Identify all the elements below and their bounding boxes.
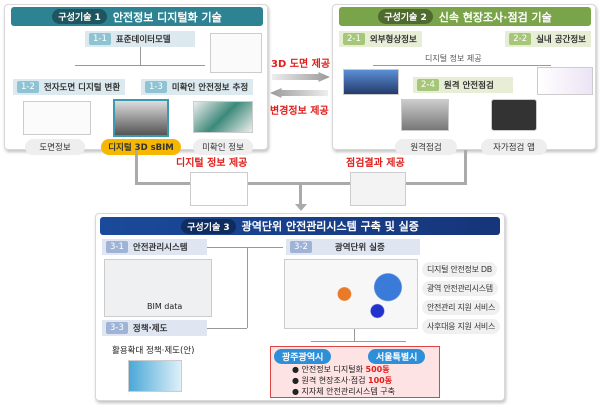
digital-info-image (190, 172, 248, 206)
sub-label: 표준데이터모델 (115, 35, 171, 45)
policy-label: 활용확대 정책·제도(안) (112, 346, 195, 356)
result-3: ● 지자체 안전관리시스템 구축 (292, 387, 395, 396)
sbim-image (113, 99, 169, 137)
tech3-badge: 구성기술 3 (181, 218, 236, 234)
sub-2-4: 2-4 원격 안전점검 (413, 77, 513, 93)
sub-label: 미확인 안전정보 추정 (171, 83, 249, 93)
sub-label: 원격 안전점검 (443, 81, 494, 91)
unknown-info-image (193, 101, 253, 133)
sub-label: 전자도면 디지털 변환 (43, 83, 121, 93)
result-highlight: 100동 (368, 376, 393, 385)
result-text: 안전정보 디지털화 (301, 365, 366, 374)
sub-3-2: 3-2 광역단위 실증 (286, 239, 420, 255)
feature-support: 안전관리 지원 서비스 (422, 300, 501, 315)
sub-2-2: 2-2 실내 공간정보 (505, 31, 591, 47)
policy-image (128, 360, 182, 392)
connector (207, 328, 247, 329)
connector (299, 184, 302, 206)
drone-city-image (343, 69, 399, 95)
feature-response: 사후대응 지원 서비스 (422, 319, 501, 334)
tech1-title: 안전정보 디지털화 기술 (112, 10, 222, 24)
label-digital-info: 디지털 정보 제공 (176, 158, 248, 169)
caption-app: 자가점검 앱 (481, 139, 547, 155)
sub-num: 2-2 (509, 33, 532, 45)
sub-num: 3-3 (106, 322, 128, 334)
caption-sbim: 디지털 3D sBIM (101, 139, 181, 155)
inspection-result-image (350, 172, 406, 206)
connector (135, 182, 467, 185)
caption-unknown: 미확인 정보 (193, 139, 253, 155)
data-model-diagram (210, 33, 262, 73)
result-1: ● 안전정보 디지털화 500동 (292, 365, 390, 374)
tech1-panel: 구성기술 1 안전정보 디지털화 기술 1-1 표준데이터모델 1-2 전자도면 디… (4, 4, 268, 155)
result-2: ● 원격 현장조사·점검 100동 (292, 376, 393, 385)
tech3-title: 광역단위 안전관리시스템 구축 및 실증 (241, 220, 419, 233)
result-text: 지자체 안전관리시스템 구축 (301, 387, 395, 396)
scanner-image (537, 67, 593, 95)
sub-num: 2-1 (343, 33, 365, 45)
connector (247, 247, 248, 328)
arrow-label-3d: 3D 도면 제공 (271, 59, 331, 70)
connector (207, 247, 247, 248)
sub-label: 외부형상정보 (369, 35, 417, 45)
arrow-left (270, 88, 328, 98)
sub-label: 정책·제도 (132, 324, 168, 334)
arrow-right (272, 72, 330, 82)
connector (464, 150, 467, 184)
sub-num: 3-1 (106, 241, 128, 253)
city-seoul: 서울특별시 (368, 349, 426, 364)
bim-data-label: BIM data (147, 302, 183, 311)
arrow-label-change: 변경정보 제공 (270, 106, 329, 117)
tech1-badge: 구성기술 1 (52, 9, 107, 24)
sub-2-1: 2-1 외부형상정보 (339, 31, 422, 47)
floorplan-image (23, 101, 91, 135)
flow-label: 디지털 정보 제공 (425, 54, 482, 63)
connector (75, 65, 205, 66)
tech3-header: 구성기술 3 광역단위 안전관리시스템 구축 및 실증 (100, 217, 500, 235)
connector (247, 247, 283, 248)
sub-1-3: 1-3 미확인 안전정보 추정 (141, 79, 254, 95)
feature-db: 디지털 안전정보 DB (422, 262, 497, 277)
connector (311, 341, 406, 342)
sub-num: 1-1 (89, 33, 111, 45)
result-text: 원격 현장조사·점검 (301, 376, 369, 385)
regional-map (284, 259, 418, 329)
tech2-panel: 구성기술 2 신속 현장조사·점검 기술 2-1 외부형상정보 2-2 실내 공간정… (332, 4, 596, 155)
bim-structure-image: BIM data (104, 259, 212, 317)
result-highlight: 500동 (365, 365, 390, 374)
app-tablet-image (491, 99, 537, 131)
tech2-header: 구성기술 2 신속 현장조사·점검 기술 (339, 7, 591, 26)
sub-label: 실내 공간정보 (536, 35, 586, 45)
sub-label: 안전관리시스템 (132, 243, 188, 253)
sub-label: 광역단위 실증 (334, 243, 385, 253)
feature-system: 광역 안전관리시스템 (422, 281, 498, 296)
caption-floorplan: 도면정보 (25, 139, 85, 155)
sub-num: 1-3 (145, 81, 167, 93)
connector (135, 150, 138, 184)
sub-3-1: 3-1 안전관리시스템 (102, 239, 207, 255)
label-inspection-result: 점검결과 제공 (346, 158, 405, 169)
connector (140, 47, 141, 65)
sub-num: 3-2 (290, 241, 312, 253)
tech1-header: 구성기술 1 안전정보 디지털화 기술 (11, 7, 263, 26)
caption-remote: 원격점검 (395, 139, 457, 155)
connector (373, 65, 551, 66)
tech3-panel: 구성기술 3 광역단위 안전관리시스템 구축 및 실증 3-1 안전관리시스템 B… (95, 213, 505, 401)
sub-num: 1-2 (17, 81, 39, 93)
arrow-down-head (295, 204, 307, 211)
sub-num: 2-4 (417, 79, 439, 91)
sub-1-1: 1-1 표준데이터모델 (85, 31, 195, 47)
connector (354, 329, 355, 341)
sub-3-3: 3-3 정책·제도 (102, 320, 207, 336)
sub-1-2: 1-2 전자도면 디지털 변환 (13, 79, 126, 95)
remote-inspection-image (401, 99, 449, 131)
city-gwangju: 광주광역시 (274, 349, 332, 364)
tech2-title: 신속 현장조사·점검 기술 (438, 10, 552, 24)
tech2-badge: 구성기술 2 (378, 9, 433, 24)
